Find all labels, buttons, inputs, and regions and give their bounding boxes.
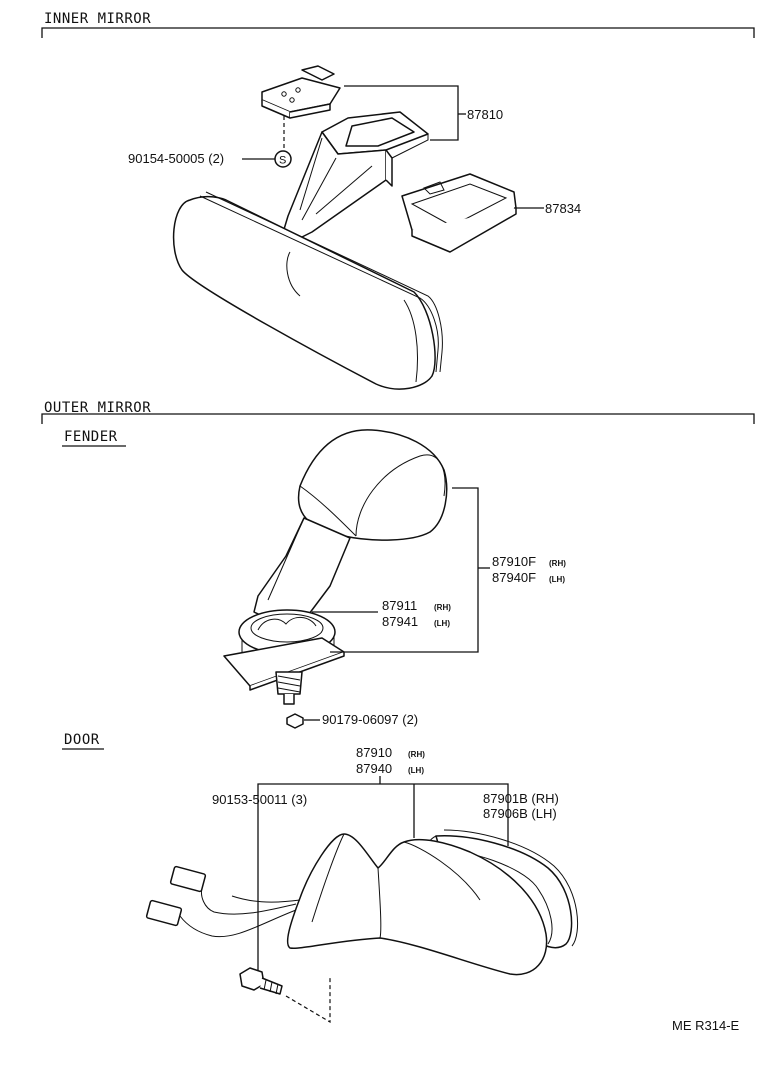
mount-plate [261, 65, 341, 119]
door-mirror-body [286, 833, 548, 976]
fender-mount-spring [275, 671, 303, 705]
label-87910: 87910 [356, 745, 392, 760]
label-90153-50011: 90153-50011 (3) [212, 792, 307, 807]
label-87941: 87941 [382, 614, 418, 629]
label-87940F-lh: (LH) [549, 575, 565, 584]
connector-upper [169, 865, 207, 893]
inner-mirror-heading: INNER MIRROR [44, 11, 151, 27]
svg-text:S: S [279, 155, 286, 167]
inner-mirror-bracket [41, 27, 755, 38]
label-87810: 87810 [467, 107, 503, 122]
bolt-axis-line [285, 976, 331, 1024]
label-87910F-rh: (RH) [549, 559, 566, 568]
outer-mirror-heading: OUTER MIRROR [44, 400, 151, 416]
mirror-cover [401, 173, 517, 253]
door-mount-bolt [239, 967, 283, 995]
label-87906B: 87906B (LH) [483, 806, 557, 821]
label-87834: 87834 [545, 201, 581, 216]
label-87901B: 87901B (RH) [483, 791, 559, 806]
fender-heading: FENDER [64, 429, 118, 445]
label-87940F: 87940F [492, 570, 536, 585]
door-mirror-wiring [145, 865, 301, 938]
fender-mirror-head [297, 429, 448, 541]
label-87941-lh: (LH) [434, 619, 450, 628]
inner-mirror-body [172, 191, 443, 390]
label-87940-lh: (LH) [408, 766, 424, 775]
door-mirror-assembly [145, 776, 578, 1024]
label-87911-rh: (RH) [434, 603, 451, 612]
label-90154-50005: 90154-50005 (2) [128, 151, 224, 166]
fender-mirror-assembly [223, 429, 490, 729]
diagram-code: ME R314-E [672, 1018, 740, 1033]
label-87911: 87911 [382, 598, 417, 613]
screw-s-symbol: S [274, 150, 292, 168]
mirror-stay [281, 111, 429, 250]
bracket-87910 [257, 783, 509, 795]
label-87910-rh: (RH) [408, 750, 425, 759]
label-87910F: 87910F [492, 554, 536, 569]
label-90179-06097: 90179-06097 (2) [322, 712, 418, 727]
door-heading: DOOR [64, 732, 100, 748]
fender-nut [286, 713, 304, 729]
outer-mirror-bracket [41, 413, 755, 424]
leader-87910F [330, 487, 479, 653]
connector-lower [145, 899, 183, 927]
fender-mirror-stem [253, 517, 351, 625]
inner-mirror-assembly: S [172, 65, 544, 390]
leader-87810 [344, 85, 459, 141]
label-87940: 87940 [356, 761, 392, 776]
